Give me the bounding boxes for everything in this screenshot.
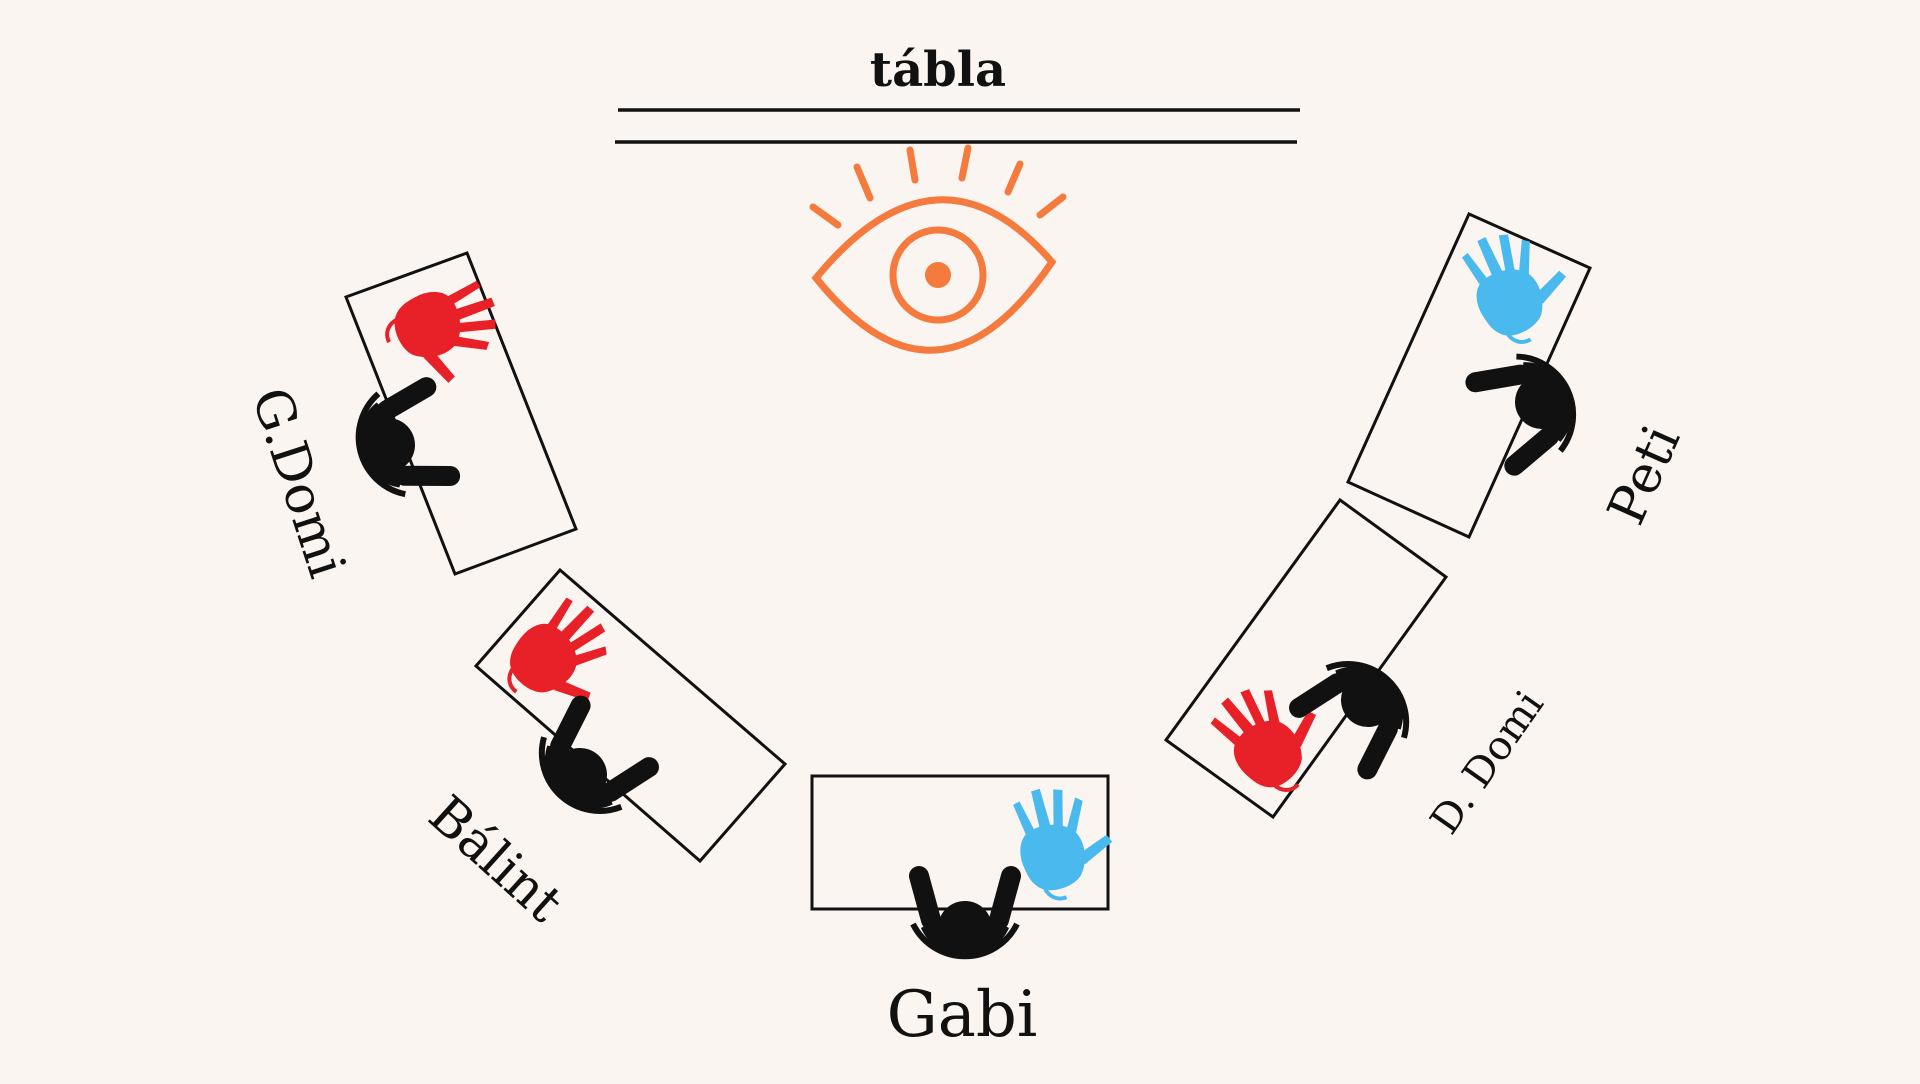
student-balint: Bálint [417,567,788,935]
person-topview-icon [522,702,653,832]
person-topview-icon [913,876,1017,957]
person-topview-icon [1473,343,1590,471]
desk-balint [473,567,788,864]
person-topview-icon [347,381,452,502]
student-label-peti: Peti [1597,417,1693,534]
eye-icon [809,144,1067,354]
hand-icon [376,275,513,397]
hand-icon [488,587,637,735]
student-label-gdomi: G.Domi [239,381,356,585]
hand-icon [1008,776,1122,907]
person-topview-icon [1295,644,1426,774]
student-label-ddomi: D. Domi [1422,683,1553,843]
board-label: tábla [870,42,1006,98]
student-peti: Peti [1346,212,1693,539]
desk-ddomi [1163,497,1449,820]
desk-peti [1346,212,1592,539]
student-ddomi: D. Domi [1163,497,1553,843]
student-gdomi: G.Domi [239,251,578,585]
student-label-gabi: Gabi [887,978,1038,1052]
student-gabi: Gabi [810,774,1122,1052]
student-label-balint: Bálint [417,785,574,935]
